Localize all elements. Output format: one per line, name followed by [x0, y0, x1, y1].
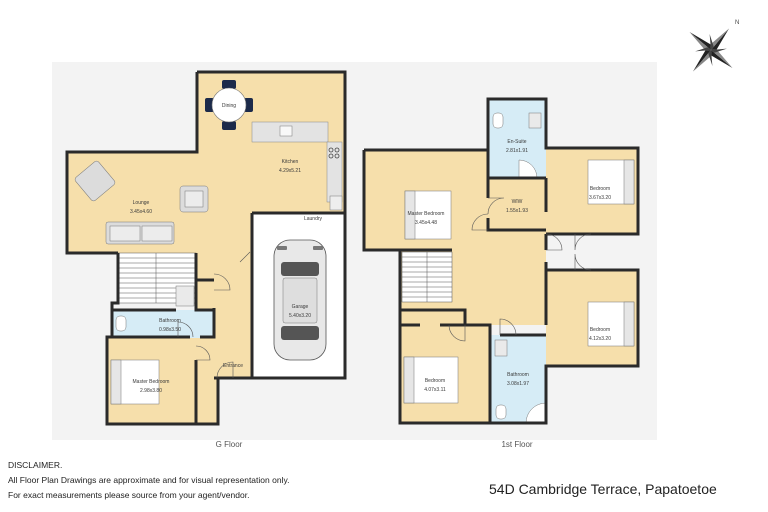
- bedroom-a-size: 3.67x3.20: [589, 195, 611, 201]
- first-floor-label: 1st Floor: [501, 440, 532, 449]
- bedroom-b-label: Bedroom: [590, 327, 610, 333]
- bathroom-1-label: Bathroom: [507, 372, 529, 378]
- dining-label: Dining: [222, 103, 236, 109]
- doors-ground: [177, 251, 251, 379]
- master-1-size: 3.45x4.48: [415, 220, 437, 226]
- disclaimer-heading: DISCLAIMER.: [8, 460, 63, 470]
- ground-floor-label: G Floor: [216, 440, 243, 449]
- toilet-icon: [115, 315, 127, 332]
- walls-ground: [65, 70, 347, 426]
- vanity-icon: [494, 339, 508, 357]
- bed-icon: [404, 190, 452, 240]
- bedroom-b-size: 4.12x3.20: [589, 336, 611, 342]
- lounge-label: Lounge: [133, 200, 150, 206]
- property-address: 54D Cambridge Terrace, Papatoetoe: [489, 481, 717, 497]
- bed-icon: [587, 159, 635, 205]
- garage-size: 5.40x3.20: [289, 313, 311, 319]
- bed-icon: [110, 359, 160, 405]
- ensuite-size: 2.81x1.91: [506, 148, 528, 154]
- svg-text:N: N: [735, 20, 739, 26]
- bedroom-c-label: Bedroom: [425, 378, 445, 384]
- bedroom-a-label: Bedroom: [590, 186, 610, 192]
- disclaimer: DISCLAIMER. All Floor Plan Drawings are …: [8, 458, 289, 503]
- bedroom-c-size: 4.07x3.11: [424, 387, 446, 393]
- bathroom-g-label: Bathroom: [159, 318, 181, 324]
- dining-table-icon: [205, 80, 253, 130]
- kitchen-label: Kitchen: [282, 159, 299, 165]
- car-icon: [273, 239, 327, 361]
- doors-first: [448, 197, 592, 342]
- toilet-icon: [495, 404, 507, 420]
- vanity-icon: [175, 285, 195, 307]
- master-g-size: 2.98x3.80: [140, 388, 162, 394]
- ensuite-room: [488, 99, 546, 178]
- bed-icon: [403, 356, 459, 404]
- disclaimer-line-1: All Floor Plan Drawings are approximate …: [8, 475, 290, 485]
- lounge-size: 3.45x4.60: [130, 209, 152, 215]
- laundry-label: Laundry: [304, 216, 323, 222]
- ensuite-label: En-Suite: [507, 139, 526, 145]
- bathroom-g-room: [113, 310, 214, 338]
- washer-icon: [329, 195, 343, 211]
- cooktop-icon: [328, 147, 340, 159]
- toilet-icon: [492, 112, 504, 129]
- wiw-size: 1.55x1.93: [506, 208, 528, 214]
- room-labels: Dining Kitchen 4.29x5.21 Lounge 3.45x4.6…: [130, 103, 611, 394]
- garage-label: Garage: [292, 304, 309, 310]
- stairs-first: [401, 251, 453, 303]
- bathroom-1-size: 3.08x1.97: [507, 381, 529, 387]
- sink-icon: [279, 125, 293, 137]
- entrance-label: Entrance: [223, 363, 243, 369]
- bed-icon: [587, 301, 635, 347]
- master-g-label: Master Bedroom: [133, 379, 170, 385]
- vanity-icon: [528, 112, 542, 129]
- disclaimer-line-2: For exact measurements please source fro…: [8, 490, 250, 500]
- compass-rose-icon: N: [689, 20, 739, 72]
- master-1-label: Master Bedroom: [408, 211, 445, 217]
- first-floor: [362, 97, 640, 425]
- kitchen-size: 4.29x5.21: [279, 168, 301, 174]
- wiw-label: WIW: [512, 199, 523, 205]
- walls-first: [362, 97, 640, 425]
- bathroom-g-size: 0.98x3.50: [159, 327, 181, 333]
- armchair-icon: [74, 160, 209, 213]
- ground-floor: [65, 70, 347, 426]
- sofa-icon: [105, 221, 175, 245]
